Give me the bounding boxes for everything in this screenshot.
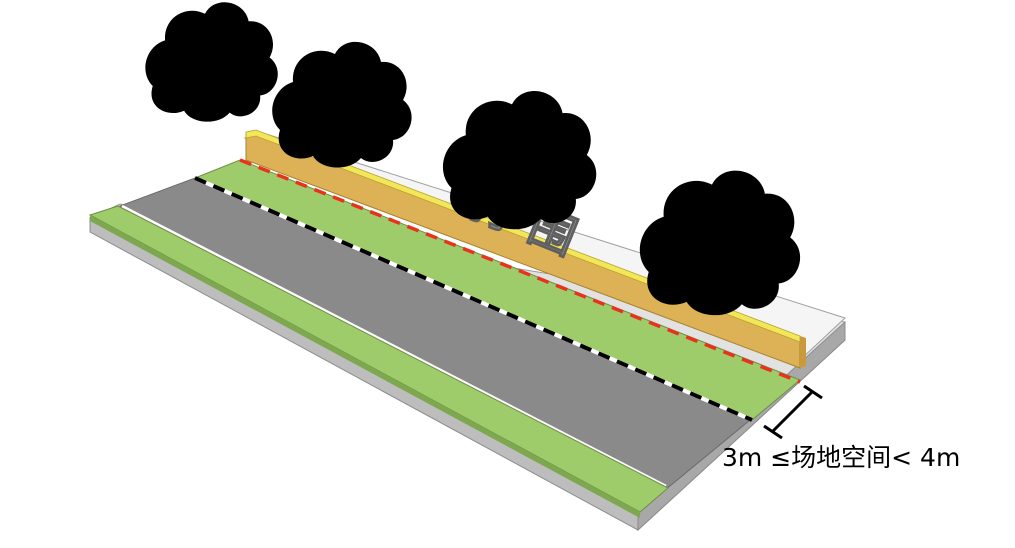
front-boundary-line	[194, 176, 753, 422]
dimension-label: 3m ≤场地空间< 4m	[722, 443, 961, 472]
dimension-bracket-icon	[763, 384, 823, 440]
back-boundary-line	[239, 158, 801, 384]
road-edge-line	[121, 204, 667, 488]
hoarding-end	[800, 336, 806, 368]
front-green-strip-side	[90, 215, 640, 518]
